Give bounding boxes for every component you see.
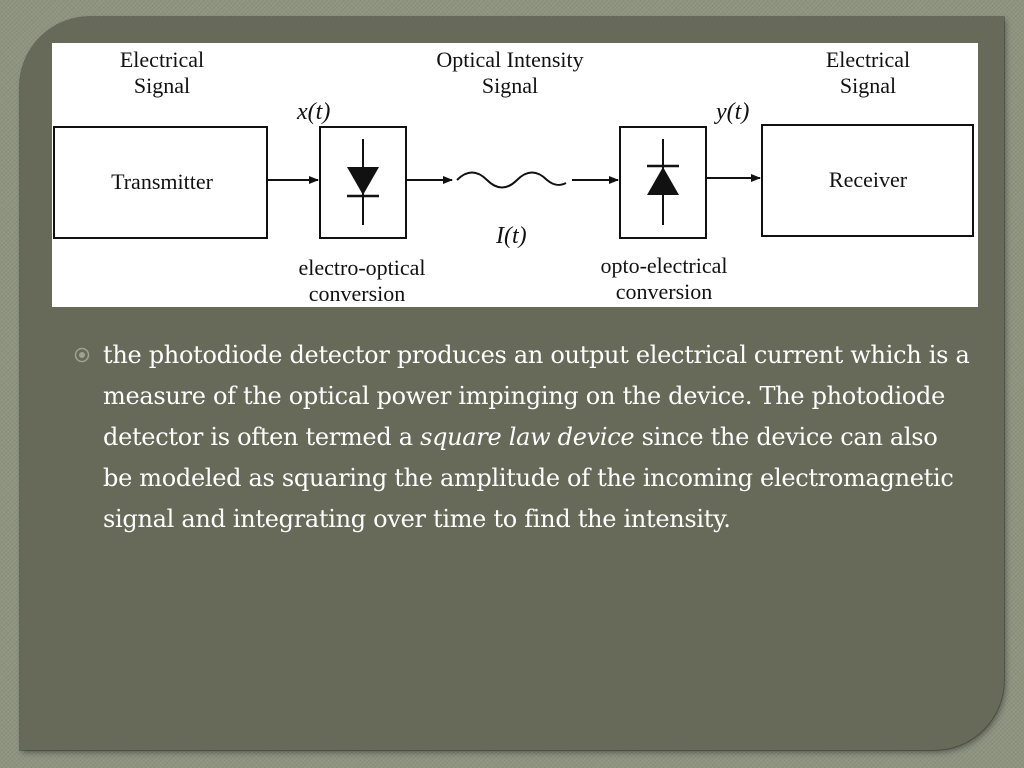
circled-dot-bullet-icon	[74, 347, 90, 363]
paragraph-text-start: the photodiode detector produces an outp…	[103, 341, 970, 451]
paragraph-text-end: since the device can also be modeled as …	[103, 423, 954, 533]
optical-wave-icon	[456, 171, 567, 189]
eo-caption-line1: electro-optical	[298, 255, 425, 280]
emphasis-term: square law device	[420, 423, 635, 451]
optical-signal-label-line2: Signal	[482, 73, 538, 98]
i-t-label: I(t)	[495, 223, 527, 249]
block-diagram-svg: Electrical Signal Optical Intensity Sign…	[53, 47, 974, 306]
left-signal-label-line2: Signal	[134, 73, 190, 98]
left-signal-label-line1: Electrical	[120, 47, 204, 72]
transmitter-box	[53, 126, 268, 239]
bullet-paragraph: the photodiode detector produces an outp…	[103, 335, 970, 540]
transmitter-label: Transmitter	[111, 169, 214, 194]
eo-caption-line2: conversion	[309, 281, 406, 306]
right-signal-label-line2: Signal	[840, 73, 896, 98]
receiver-box	[761, 124, 974, 237]
optical-signal-label-line1: Optical Intensity	[436, 47, 583, 72]
x-t-label: x(t)	[296, 99, 330, 125]
bullet-item: the photodiode detector produces an outp…	[70, 335, 970, 540]
y-t-label: y(t)	[714, 99, 749, 125]
block-diagram: Electrical Signal Optical Intensity Sign…	[52, 43, 978, 307]
receiver-label: Receiver	[829, 167, 908, 192]
detector-diode-icon	[647, 139, 679, 225]
oe-caption-line1: opto-electrical	[600, 253, 727, 278]
oe-caption-line2: conversion	[616, 279, 713, 304]
right-signal-label-line1: Electrical	[826, 47, 910, 72]
emitter-diode-icon	[347, 139, 379, 225]
